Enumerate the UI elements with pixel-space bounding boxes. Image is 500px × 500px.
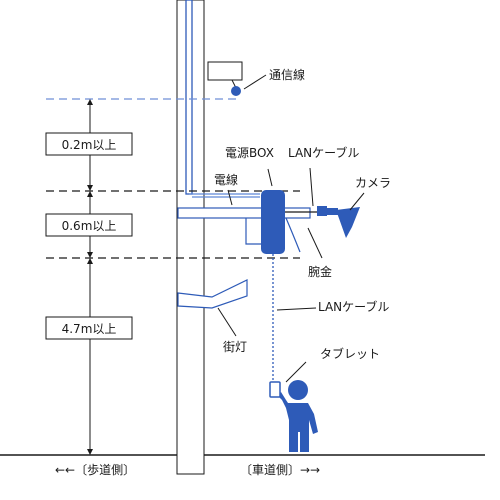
power-box (261, 190, 285, 254)
svg-text:0.2m以上: 0.2m以上 (62, 138, 117, 152)
comm-line-box (207, 61, 243, 81)
camera-label: カメラ (355, 176, 391, 190)
dimension-label-3: 4.7m以上 (45, 316, 133, 340)
svg-text:0.6m以上: 0.6m以上 (62, 219, 117, 233)
street-light-label: 街灯 (223, 340, 247, 354)
comm-line-label: 通信線 (269, 67, 305, 82)
tablet-label: タブレット (320, 346, 380, 361)
svg-text:4.7m以上: 4.7m以上 (62, 322, 117, 336)
power-line-label: 電線 (214, 172, 238, 187)
dimension-label-2: 0.6m以上 (45, 213, 133, 237)
lan-cable-top-label: LANケーブル (288, 145, 359, 160)
arm-label: 腕金 (308, 264, 332, 279)
tablet-icon (269, 381, 281, 398)
sidewalk-label: ←←〔歩道側〕 (55, 462, 135, 477)
power-line-vertical (185, 0, 193, 195)
street-light (177, 279, 248, 309)
person-icon (278, 380, 318, 452)
comm-line-connector (231, 86, 241, 96)
lan-cable-mid-label: LANケーブル (318, 299, 389, 314)
cross-arm (177, 207, 311, 219)
camera (317, 206, 360, 238)
dimension-label-1: 0.2m以上 (45, 132, 133, 156)
roadway-label: 〔車道側〕→→ (240, 463, 320, 477)
power-box-label: 電源BOX (225, 146, 274, 160)
